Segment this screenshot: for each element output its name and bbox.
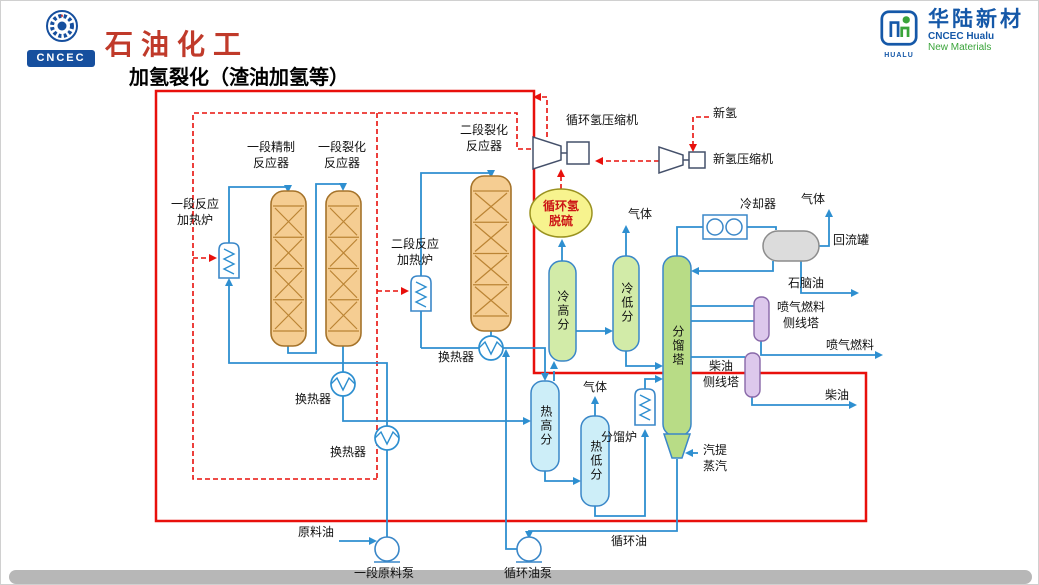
hualu-en2: New Materials bbox=[928, 42, 992, 54]
hualu-en1: CNCEC Hualu bbox=[928, 31, 995, 43]
heat-exchanger-3 bbox=[478, 335, 504, 361]
desulf-label-2: 脱硫 bbox=[548, 214, 574, 229]
reflux-drum-vessel bbox=[762, 230, 820, 262]
steam-label-1: 汽提 bbox=[702, 443, 728, 458]
fractionator-label: 分馏塔 bbox=[670, 325, 685, 367]
footer-bar bbox=[9, 570, 1032, 584]
cold-lp-separator bbox=[612, 255, 640, 352]
reactor-stage1-refining bbox=[270, 190, 307, 347]
reactor-stage1-cracking bbox=[325, 190, 362, 347]
cncec-logo: CNCEC bbox=[27, 9, 97, 67]
hx3-label: 换热器 bbox=[437, 350, 475, 365]
fresh-h2-compressor-label: 新氢压缩机 bbox=[712, 152, 774, 167]
cncec-badge: CNCEC bbox=[27, 50, 95, 67]
heat-exchanger-2 bbox=[374, 425, 400, 451]
gas-hot-lp-label: 气体 bbox=[582, 380, 608, 395]
naphtha-label: 石脑油 bbox=[787, 276, 825, 291]
recycle-h2-compressor-symbol bbox=[532, 135, 590, 171]
jet-fuel-side-stripper bbox=[753, 296, 770, 342]
blue-arrowheads bbox=[225, 170, 883, 545]
heater1-label-2: 加热炉 bbox=[176, 213, 214, 228]
fractionation-furnace bbox=[634, 388, 656, 426]
reactor2-label-2: 反应器 bbox=[323, 156, 361, 171]
reflux-drum-label: 回流罐 bbox=[832, 233, 870, 248]
hx2-label: 换热器 bbox=[329, 445, 367, 460]
heater-stage1 bbox=[218, 242, 240, 279]
hydrogen-dashed-lines bbox=[192, 96, 709, 480]
reactor1-label-2: 反应器 bbox=[252, 156, 290, 171]
feed-pump-symbol bbox=[374, 536, 400, 563]
hualu-mark: HUALU bbox=[884, 52, 914, 59]
recycle-pump-symbol bbox=[516, 536, 542, 563]
red-arrowheads bbox=[209, 93, 697, 295]
desulf-label-1: 循环氢 bbox=[542, 199, 580, 214]
cncec-emblem-icon bbox=[46, 10, 78, 42]
diesel-label: 柴油 bbox=[824, 388, 850, 403]
reactor-stage2-cracking bbox=[470, 175, 512, 332]
diesel-stripper-label-2: 侧线塔 bbox=[702, 375, 740, 390]
fresh-h2-label: 新氢 bbox=[712, 106, 738, 121]
page-title: 加氢裂化（渣油加氢等） bbox=[129, 67, 349, 89]
hx1-label: 换热器 bbox=[294, 392, 332, 407]
hot-lp-label: 热低分 bbox=[588, 440, 603, 482]
reactor2-label-1: 一段裂化 bbox=[317, 140, 367, 155]
fractionator-tower bbox=[662, 255, 692, 459]
jet-fuel-label: 喷气燃料 bbox=[825, 338, 875, 353]
feed-oil-label: 原料油 bbox=[297, 525, 335, 540]
hualu-name: 华陆新材 bbox=[928, 8, 1024, 31]
hualu-icon: HUALU bbox=[876, 9, 922, 59]
brand-petrochemical: 石油化工 bbox=[105, 28, 250, 61]
heater-stage2 bbox=[410, 275, 432, 312]
heat-exchanger-1 bbox=[330, 371, 356, 397]
fresh-h2-compressor-symbol bbox=[658, 145, 706, 175]
red-boundary-box bbox=[154, 89, 868, 523]
reactor3-label-2: 反应器 bbox=[465, 139, 503, 154]
diesel-side-stripper bbox=[744, 352, 761, 398]
hualu-logo: HUALU 华陆新材 CNCEC Hualu New Materials bbox=[876, 8, 1024, 59]
hualu-text: 华陆新材 CNCEC Hualu New Materials bbox=[928, 8, 1024, 54]
cold-lp-label: 冷低分 bbox=[619, 282, 634, 324]
heater2-label-2: 加热炉 bbox=[396, 253, 434, 268]
reactor1-label-1: 一段精制 bbox=[246, 140, 296, 155]
recycle-pump-label: 循环油泵 bbox=[503, 566, 553, 581]
reactor3-label-1: 二段裂化 bbox=[459, 123, 509, 138]
desulfurization-vessel bbox=[529, 188, 593, 238]
heater2-label-1: 二段反应 bbox=[390, 237, 440, 252]
hot-hp-separator bbox=[530, 380, 560, 472]
steam-label-2: 蒸汽 bbox=[702, 459, 728, 474]
jet-stripper-label-1: 喷气燃料 bbox=[776, 300, 826, 315]
frac-furnace-label: 分馏炉 bbox=[600, 430, 638, 445]
gas-cold-lp-label: 气体 bbox=[627, 207, 653, 222]
hot-lp-separator bbox=[580, 415, 610, 507]
overhead-cooler bbox=[702, 214, 748, 240]
recycle-h2-compressor-label: 循环氢压缩机 bbox=[565, 113, 639, 128]
hot-hp-label: 热高分 bbox=[538, 405, 553, 447]
heater1-label-1: 一段反应 bbox=[170, 197, 220, 212]
cold-hp-separator bbox=[548, 260, 577, 362]
cooler-label: 冷却器 bbox=[739, 197, 777, 212]
diesel-stripper-label-1: 柴油 bbox=[708, 359, 734, 374]
cold-hp-label: 冷高分 bbox=[555, 290, 570, 332]
recycle-oil-label: 循环油 bbox=[610, 534, 648, 549]
feed-pump-label: 一段原料泵 bbox=[353, 566, 415, 581]
gas-drum-label: 气体 bbox=[800, 192, 826, 207]
jet-stripper-label-2: 侧线塔 bbox=[782, 316, 820, 331]
